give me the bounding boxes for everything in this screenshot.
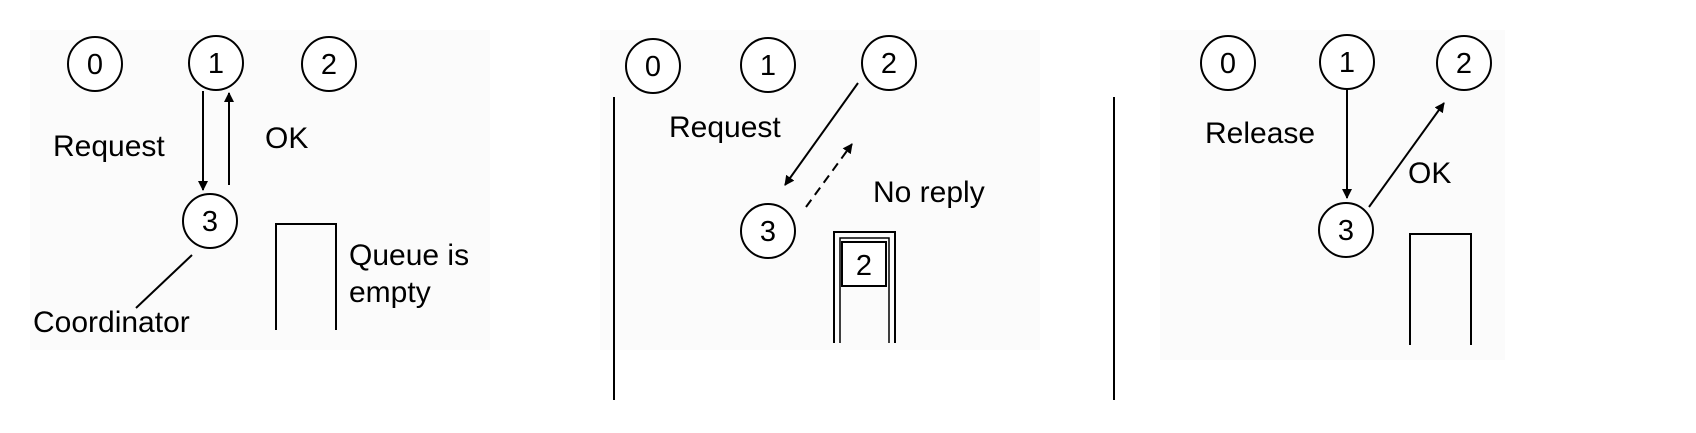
empty-queue	[275, 223, 337, 330]
queue-label-line-1: Queue is	[349, 239, 469, 272]
panel-3: 0 1 2 3 Release OK	[1200, 34, 1492, 345]
no-reply-dashed-arrow	[805, 143, 853, 208]
node-circle-2	[1436, 35, 1492, 91]
queue-inner-wall	[839, 237, 890, 343]
node-label-0: 0	[87, 49, 103, 81]
node-circle-1	[188, 35, 244, 91]
request-arrow	[784, 82, 859, 186]
queue	[833, 231, 896, 343]
node-label-1: 1	[1339, 47, 1355, 79]
queue-item-box	[841, 241, 887, 287]
node-label-3: 3	[202, 206, 218, 238]
node-label-1: 1	[208, 48, 224, 80]
node-label-0: 0	[645, 51, 661, 83]
node-circle-0	[625, 38, 681, 94]
request-label: Request	[53, 130, 165, 163]
node-circle-2	[301, 36, 357, 92]
node-circle-3	[1318, 202, 1374, 258]
panel-1: 0 1 2 3 Request OK Coordinator Queue is …	[33, 35, 469, 339]
ok-label: OK	[1408, 157, 1451, 190]
node-label-2: 2	[321, 49, 337, 81]
no-reply-label: No reply	[873, 176, 985, 209]
node-circle-3	[740, 203, 796, 259]
panel-2: 0 1 2 3 Request No reply 2	[625, 35, 985, 343]
request-label: Request	[669, 111, 781, 144]
ok-arrow	[1368, 102, 1445, 208]
node-circle-1	[1319, 34, 1375, 90]
node-label-1: 1	[760, 50, 776, 82]
empty-queue	[1409, 233, 1472, 345]
node-label-2: 2	[881, 48, 897, 80]
release-label: Release	[1205, 117, 1315, 150]
queue-label-line-2: empty	[349, 276, 431, 309]
node-circle-0	[67, 36, 123, 92]
node-label-3: 3	[760, 216, 776, 248]
node-circle-2	[861, 35, 917, 91]
node-circle-1	[740, 37, 796, 93]
node-circle-3	[182, 193, 238, 249]
coordinator-label: Coordinator	[33, 306, 190, 339]
node-label-3: 3	[1338, 215, 1354, 247]
queue-item-label: 2	[856, 250, 872, 282]
node-label-0: 0	[1220, 48, 1236, 80]
coordinator-pointer-line	[135, 254, 193, 309]
node-label-2: 2	[1456, 48, 1472, 80]
node-circle-0	[1200, 35, 1256, 91]
ok-label: OK	[265, 122, 308, 155]
